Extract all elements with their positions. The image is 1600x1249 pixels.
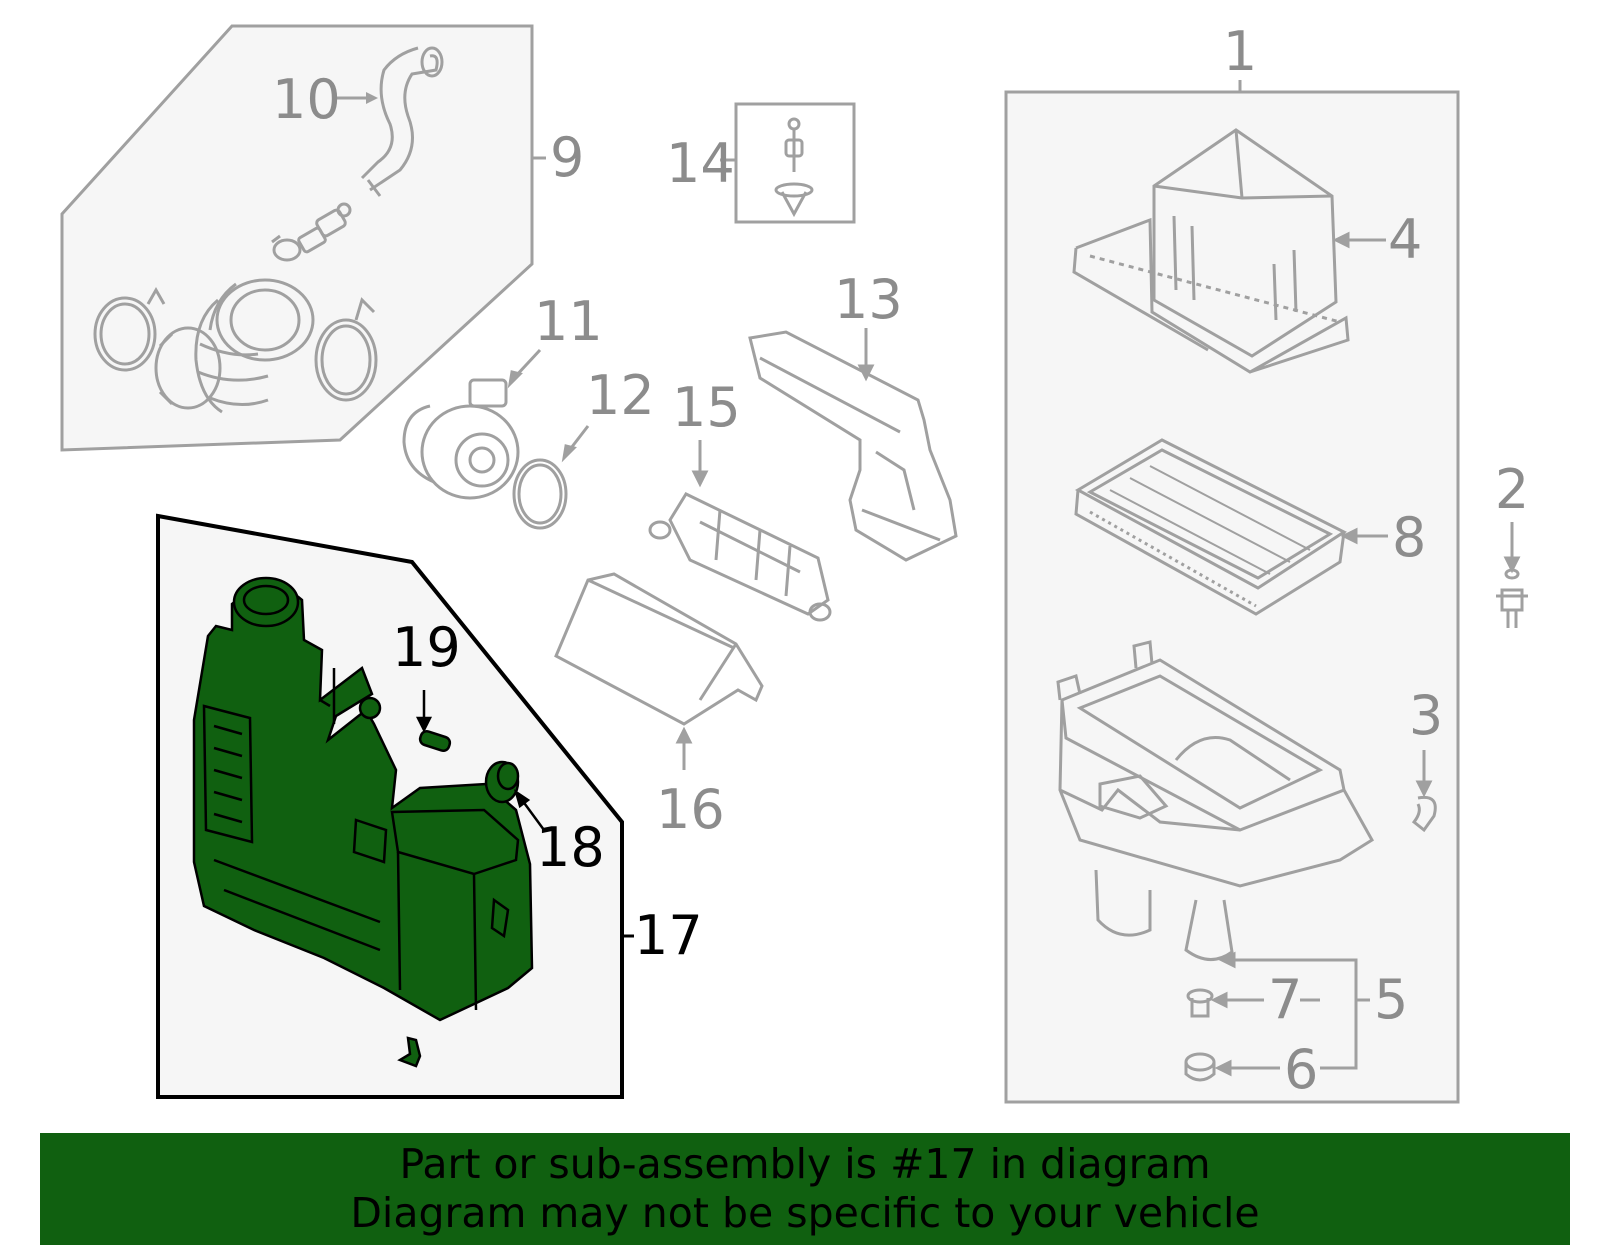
- callout-17[interactable]: 17: [634, 904, 703, 967]
- callout-6[interactable]: 6: [1284, 1038, 1318, 1101]
- part-19-pin[interactable]: [415, 690, 452, 752]
- box-14: [720, 102, 856, 224]
- part-9-sensor: [297, 202, 352, 254]
- part-10-hose[interactable]: [360, 46, 444, 197]
- part-9-duct: [154, 278, 315, 414]
- part-11-maf-sensor[interactable]: [402, 348, 542, 500]
- callout-19[interactable]: 19: [392, 616, 461, 679]
- part-3-clip[interactable]: [1411, 750, 1437, 833]
- callout-2[interactable]: 2: [1495, 458, 1529, 521]
- panel-9: [60, 24, 546, 452]
- callout-labels: 1 2 3 4 5 6 7 8 9 10 11 12 13 14 15 16 1…: [272, 20, 1529, 1101]
- banner-line-part: Part or sub-assembly is #17 in diagram: [399, 1140, 1211, 1188]
- part-9-clamp-small: [271, 234, 302, 262]
- part-16-cover[interactable]: [554, 572, 764, 770]
- part-8-filter[interactable]: [1074, 438, 1388, 616]
- callout-1[interactable]: 1: [1223, 20, 1257, 83]
- part-5-lower-case[interactable]: [1056, 640, 1375, 961]
- panel-17: [156, 513, 634, 1099]
- part-12-o-ring[interactable]: [512, 425, 590, 530]
- part-9-clamp-left: [93, 286, 166, 372]
- callout-5[interactable]: 5: [1374, 968, 1408, 1031]
- banner-line-disclaimer: Diagram may not be specific to your vehi…: [350, 1189, 1260, 1237]
- callout-8[interactable]: 8: [1392, 506, 1426, 569]
- callout-15[interactable]: 15: [672, 376, 741, 439]
- box-1: [1004, 80, 1460, 1104]
- callout-7[interactable]: 7: [1268, 968, 1302, 1031]
- callout-14[interactable]: 14: [666, 132, 735, 195]
- part-14-bolt[interactable]: [784, 117, 804, 172]
- part-6-grommet[interactable]: [1184, 1052, 1280, 1082]
- part-17-clip: [397, 1036, 422, 1068]
- callout-11[interactable]: 11: [534, 290, 603, 353]
- part-2-bolt[interactable]: [1496, 522, 1528, 628]
- leader-5: [1218, 951, 1370, 1070]
- part-14-clip[interactable]: [774, 182, 814, 218]
- callout-9[interactable]: 9: [550, 126, 584, 189]
- part-17-resonator[interactable]: [192, 576, 534, 1022]
- callout-10[interactable]: 10: [272, 68, 341, 131]
- part-4-upper-cover[interactable]: [1072, 128, 1386, 374]
- callout-12[interactable]: 12: [586, 364, 655, 427]
- callout-3[interactable]: 3: [1409, 684, 1443, 747]
- part-7-bolt[interactable]: [1186, 988, 1264, 1018]
- part-9-clamp-right: [314, 297, 378, 402]
- part-15-bracket[interactable]: [648, 440, 832, 622]
- callout-18[interactable]: 18: [536, 816, 605, 879]
- part-13-duct[interactable]: [748, 328, 958, 562]
- callout-13[interactable]: 13: [834, 268, 903, 331]
- callout-4[interactable]: 4: [1388, 208, 1422, 271]
- callout-16[interactable]: 16: [656, 778, 725, 841]
- info-banner: Part or sub-assembly is #17 in diagram D…: [40, 1133, 1570, 1245]
- part-18-grommet[interactable]: [484, 760, 546, 831]
